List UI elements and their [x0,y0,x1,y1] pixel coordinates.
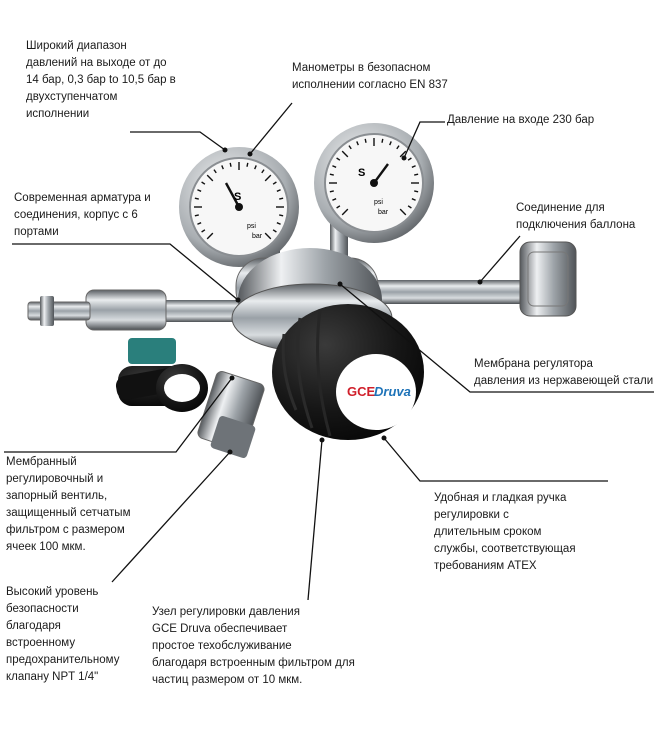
gauge-tick [194,197,199,200]
gauge-right: S psi bar [314,123,434,270]
gauge-tick [272,229,277,233]
gauge-tick [336,205,341,209]
gauge-left: S psi bar [179,147,299,275]
label-druva-unit: Узел регулировки давления GCE Druva обес… [152,606,355,686]
adjustment-knob: GCE Druva [272,304,424,440]
gauge-s-mark: S [234,191,241,203]
gauge-tick [399,208,407,216]
gauge-bar-mark: bar [252,233,263,240]
gauge-tick [399,150,407,158]
gauge-tick [364,138,367,143]
gauge-tick [229,162,232,167]
gauge-tick [411,165,416,168]
gauge-tick [197,189,202,192]
gauge-tick [332,198,337,201]
gauge-tick [341,150,349,158]
gauge-tick [264,232,272,240]
gauge-tick [279,214,284,217]
gauge-tick [332,165,337,168]
gauge-tick [201,229,206,233]
gauge-tick [341,208,349,216]
gauge-tick [407,205,412,209]
label-gauges: Манометры в безопасном исполнении соглас… [292,62,448,91]
brand-gce: GCE [347,384,376,399]
gauge-tick [246,162,249,167]
gauge-tick [279,197,284,200]
gauge-tick [261,169,265,174]
leader-lines [4,102,654,601]
gauge-tick [264,174,272,182]
gauge-bar-mark: bar [378,209,389,216]
gauge-tick [389,141,392,146]
gauge-psi-mark: psi [247,223,256,230]
label-handle: Удобная и гладкая ручка регулировки с дл… [434,492,576,572]
gauge-tick [254,165,257,170]
gauge-tick [396,145,400,150]
gauge-tick [201,181,206,185]
gauge-tick [194,214,199,217]
gauge-s-mark: S [358,167,365,179]
gauge-tick [356,141,359,146]
gauge-tick [411,198,416,201]
gauge-tick [276,189,281,192]
gauge-tick [206,174,214,182]
gauge-tick [221,165,224,170]
safety-valve [197,371,265,458]
brand-druva: Druva [374,384,411,399]
gauge-tick [276,222,281,225]
gauge-tick [197,222,202,225]
label-cylinder-connection: Соединение для подключения баллона [516,202,636,231]
gauge-tick [272,181,277,185]
gauge-tick [414,173,419,176]
gauge-tick [336,157,341,161]
cylinder-connector [360,241,577,317]
gauge-psi-mark: psi [374,199,383,206]
label-safety-valve: Высокий уровень безопасности благодаря в… [6,586,120,683]
label-fittings: Современная арматура и соединения, корпу… [14,192,151,238]
gauge-tick [329,190,334,193]
gauge-tick [414,190,419,193]
outlet-valve [27,289,260,412]
label-shutoff-valve: Мембранный регулировочный и запорный вен… [6,456,131,553]
gauge-tick [407,157,412,161]
gauge-tick [329,173,334,176]
gauge-tick [348,145,352,150]
gauge-tick [381,138,384,143]
label-inlet-pressure: Давление на входе 230 бар [447,114,595,126]
gauge-tick [213,169,217,174]
label-membrane: Мембрана регулятора давления из нержавею… [474,358,654,387]
label-pressure-range: Широкий диапазон давлений на выходе от д… [26,40,176,120]
gauge-tick [206,232,214,240]
